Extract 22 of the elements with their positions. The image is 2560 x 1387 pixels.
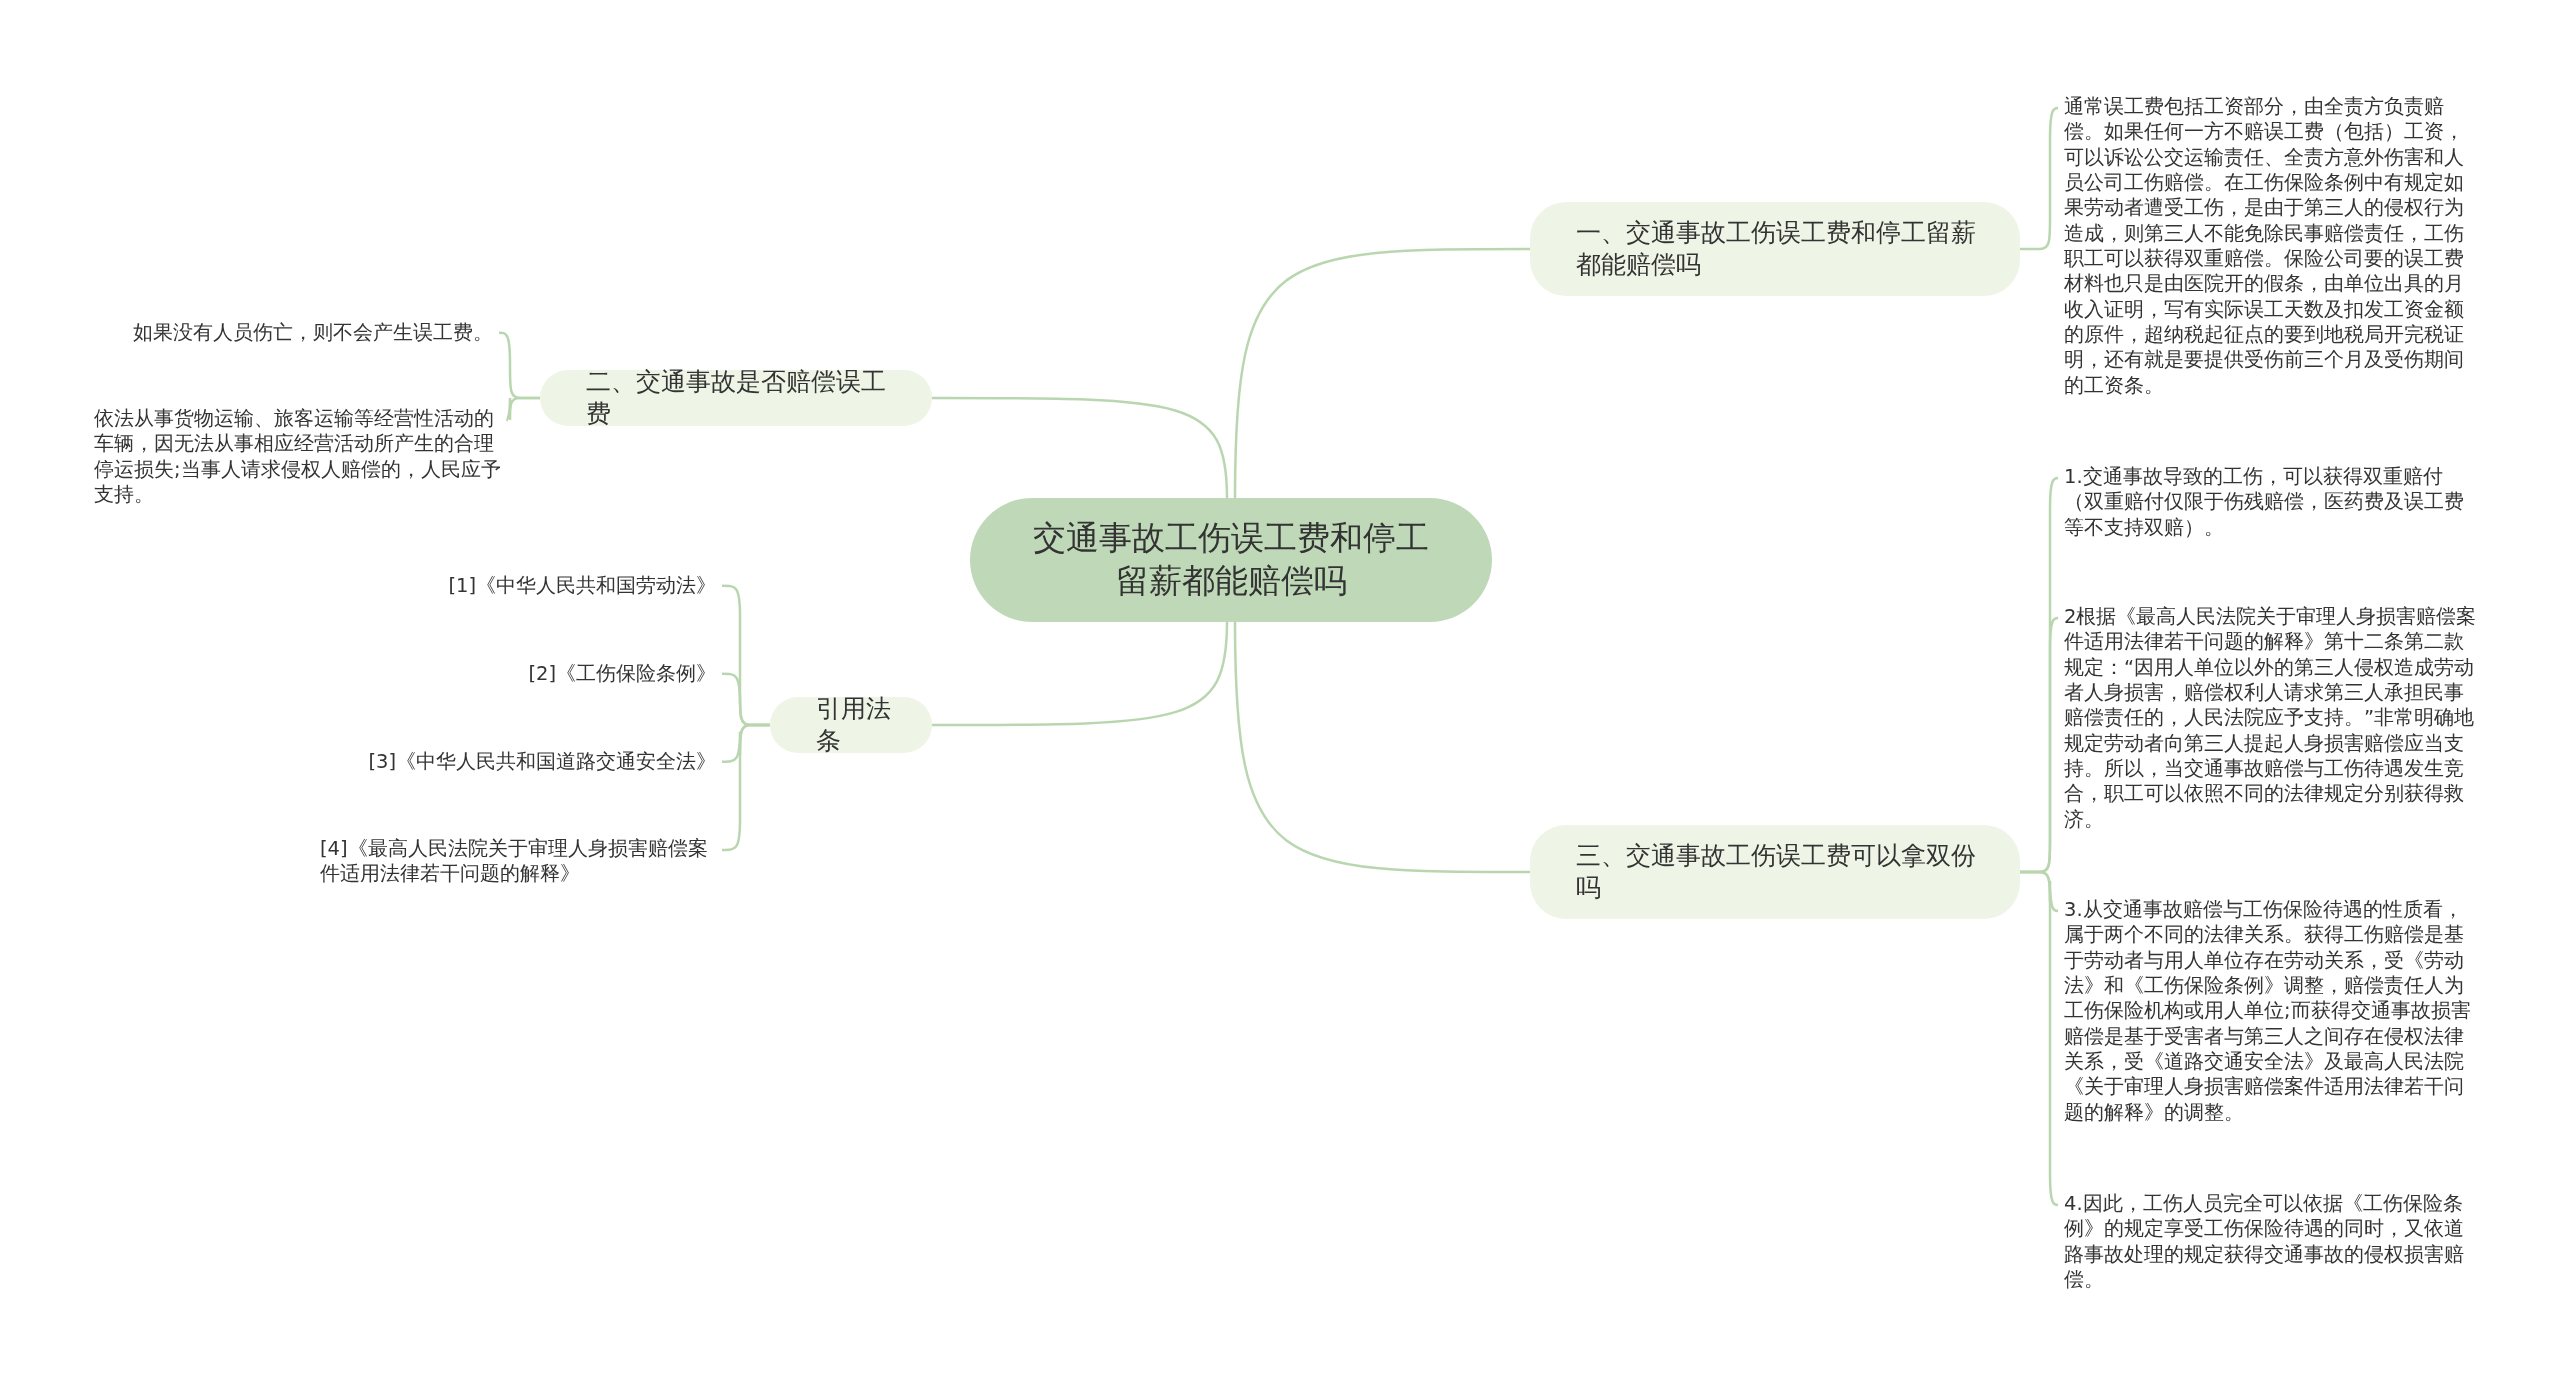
note-text: [1]《中华人民共和国劳动法》	[447, 573, 716, 599]
connector-line	[932, 621, 1229, 727]
note-text: [2]《工伤保险条例》	[527, 661, 716, 687]
connector-line	[2020, 870, 2059, 1207]
note-text: 3.从交通事故赔偿与工伤保险待遇的性质看，属于两个不同的法律关系。获得工伤赔偿是基于劳动者与用人单位存在劳动关系，受《劳动法》和《工伤保险条例》调整，赔偿责任人为工伤保险机构或用人单位;而获得交通事故损害赔偿是基于受害者与第三人之间存在侵权法律关系，受《道路交通安全法》及最高人民法院《关于审理人身损害赔偿案件适用法律若干问题的解释》的调整。	[2064, 897, 2472, 1126]
note-text: 1.交通事故导致的工伤，可以获得双重赔付（双重赔付仅限于伤残赔偿，医药费及误工费等不支持双赔）。	[2064, 464, 2465, 541]
note-text: [3]《中华人民共和国道路交通安全法》	[367, 749, 716, 775]
note-text: 依法从事货物运输、旅客运输等经营性活动的车辆，因无法从事相应经营活动所产生的合理停运损失;当事人请求侵权人赔偿的，人民应予支持。	[94, 406, 502, 508]
connector-line	[932, 396, 1229, 499]
note-text: 通常误工费包括工资部分，由全责方负责赔偿。如果任何一方不赔误工费（包括）工资，可以诉讼公交运输责任、全责方意外伤害和人员公司工伤赔偿。在工伤保险条例中有规定如果劳动者遭受工伤，是由于第三人的侵权行为造成，则第三人不能免除民事赔偿责任，工伤职工可以获得双重赔偿。保险公司要的误工费材料也只是由医院开的假条，由单位出具的月收入证明，写有实际误工天数及扣发工资金额的原件，超纳税起征点的要到地税局开完税证明，还有就是要提供受伤前三个月及受伤期间的工资条。	[2064, 94, 2465, 399]
topic-pill: 二、交通事故是否赔偿误工费	[540, 370, 932, 426]
note-text: 2根据《最高人民法院关于审理人身损害赔偿案件适用法律若干问题的解释》第十二条第二款规定：“因用人单位以外的第三人侵权造成劳动者人身损害，赔偿权利人请求第三人承担民事赔偿责任的，人民法院应予支持。”非常明确地规定劳动者向第三人提起人身损害赔偿应当支持。所以，当交通事故赔偿与工伤待遇发生竞合，职工可以依照不同的法律规定分别获得救济。	[2064, 604, 2478, 833]
connector-line	[1233, 622, 1530, 874]
connector-line	[506, 396, 540, 422]
topic-pill: 三、交通事故工伤误工费可以拿双份吗	[1530, 825, 2020, 919]
note-text: [4]《最高人民法院关于审理人身损害赔偿案件适用法律若干问题的解释》	[320, 836, 709, 887]
central-topic: 交通事故工伤误工费和停工留薪都能赔偿吗	[970, 498, 1492, 622]
topic-pill: 一、交通事故工伤误工费和停工留薪都能赔偿吗	[1530, 202, 2020, 296]
topic-pill: 引用法条	[770, 697, 932, 753]
connector-line	[1233, 247, 1530, 498]
note-text: 如果没有人员伤亡，则不会产生误工费。	[132, 320, 493, 346]
note-text: 4.因此，工伤人员完全可以依据《工伤保险条例》的规定享受工伤保险待遇的同时，又依道路事故处理的规定获得交通事故的侵权损害赔偿。	[2064, 1191, 2465, 1293]
